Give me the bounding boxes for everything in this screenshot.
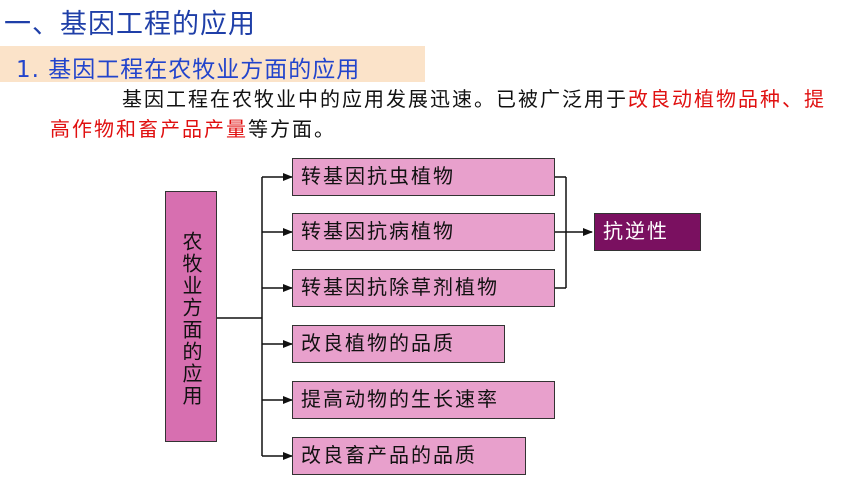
intro-paragraph: 基因工程在农牧业中的应用发展迅速。已被广泛用于改良动植物品种、提高作物和畜产品产… [50,84,840,144]
root-node: 农牧业方面的应用 [165,191,217,442]
result-node-stress-resistance: 抗逆性 [594,213,701,251]
paragraph-text-1: 基因工程在农牧业中的应用发展迅速。已被广泛用于 [122,87,628,111]
subtitle-background [0,46,425,82]
paragraph-text-2: 等方面。 [248,117,336,141]
node-improve-plant-quality: 改良植物的品质 [292,325,505,363]
node-improve-livestock-products: 改良畜产品的品质 [292,437,526,475]
section-subtitle: 1. 基因工程在农牧业方面的应用 [16,57,361,83]
node-disease-resistant-plants: 转基因抗病植物 [292,213,555,251]
page-title: 一、基因工程的应用 [4,9,256,40]
node-herbicide-resistant-plants: 转基因抗除草剂植物 [292,269,555,307]
node-insect-resistant-plants: 转基因抗虫植物 [292,158,555,196]
node-animal-growth-rate: 提高动物的生长速率 [292,381,555,419]
highlight-separator: 、 [782,87,804,111]
highlight-improve-breeds: 改良动植物品种 [628,87,782,111]
highlight-increase-yield: 提高作物和畜产品产量 [50,87,826,141]
